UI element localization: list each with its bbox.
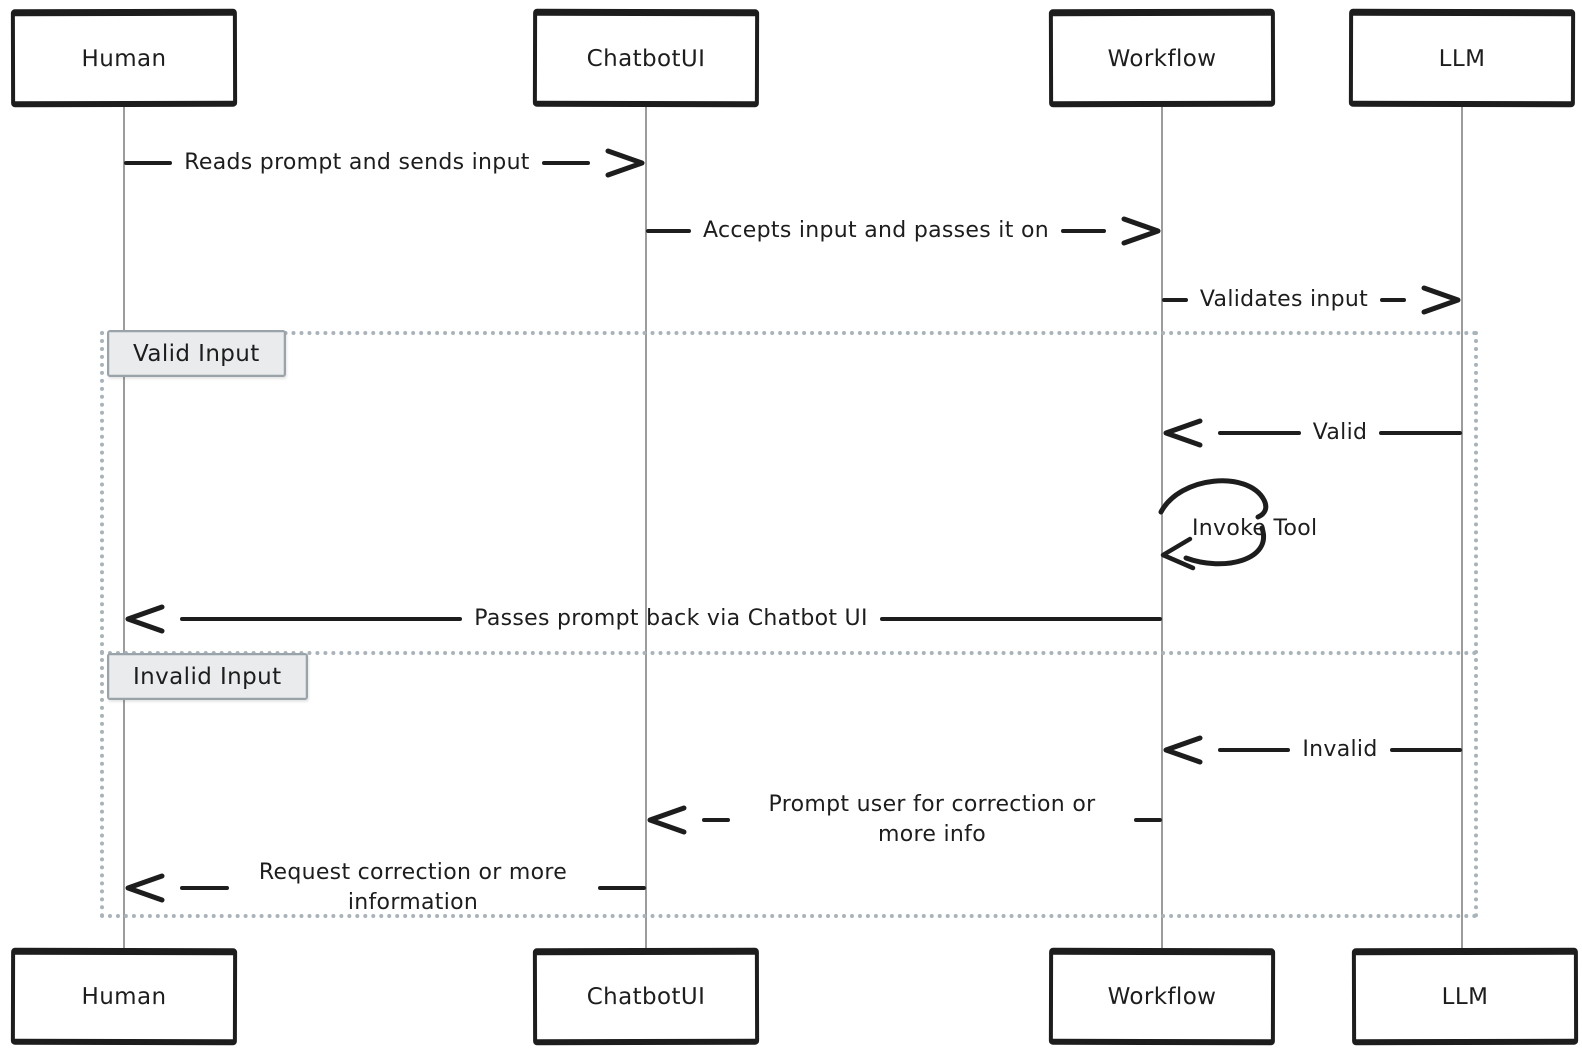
message-line xyxy=(180,886,229,890)
message-reads-prompt: Reads prompt and sends input xyxy=(124,147,646,179)
message-invalid: Invalid xyxy=(1162,734,1463,766)
message-request-correction: Request correction or more information xyxy=(124,858,646,918)
message-line xyxy=(646,229,692,233)
actor-label: ChatbotUI xyxy=(586,983,706,1011)
actor-label: Human xyxy=(81,45,167,72)
message-line xyxy=(1162,298,1188,302)
message-label: Validates input xyxy=(1199,287,1369,312)
actor-bottom-human: Human xyxy=(10,947,238,1046)
message-line xyxy=(1389,748,1463,752)
lifeline-human xyxy=(123,107,125,948)
message-line xyxy=(702,818,730,822)
message-label: Prompt user for correction or more info xyxy=(768,792,1096,847)
actor-label: ChatbotUI xyxy=(586,45,706,72)
message-prompt-user-correction: Prompt user for correction or more info xyxy=(646,790,1162,850)
arrowhead-left-icon xyxy=(1163,735,1203,765)
message-label: Request correction or more information xyxy=(258,860,568,915)
message-accepts-input: Accepts input and passes it on xyxy=(646,215,1162,247)
message-line xyxy=(541,161,590,165)
arrowhead-right-icon xyxy=(605,148,645,178)
actor-bottom-llm: LLM xyxy=(1351,947,1579,1046)
message-validates-input: Validates input xyxy=(1162,284,1462,316)
alt-frame xyxy=(100,331,1478,918)
arrowhead-right-icon xyxy=(1121,216,1161,246)
section-divider xyxy=(100,651,1478,655)
actor-label: Workflow xyxy=(1107,983,1217,1011)
message-line xyxy=(1060,229,1106,233)
arrowhead-left-icon xyxy=(647,805,687,835)
section-label-valid-input: Valid Input xyxy=(107,330,286,377)
actor-top-human: Human xyxy=(10,8,238,108)
actor-label: Human xyxy=(81,983,167,1011)
message-line xyxy=(1218,748,1291,752)
message-line xyxy=(1379,431,1463,435)
message-label: Passes prompt back via Chatbot UI xyxy=(474,606,868,631)
arrowhead-left-icon xyxy=(1163,418,1203,448)
lifeline-llm xyxy=(1461,107,1463,948)
actor-bottom-workflow: Workflow xyxy=(1048,947,1276,1046)
lifeline-workflow xyxy=(1161,107,1163,948)
message-line xyxy=(180,617,463,621)
message-line xyxy=(597,886,646,890)
message-label: Accepts input and passes it on xyxy=(703,218,1049,243)
actor-top-llm: LLM xyxy=(1348,8,1576,108)
arrowhead-left-icon xyxy=(125,873,165,903)
message-label: Valid xyxy=(1312,420,1368,445)
message-passes-prompt-back: Passes prompt back via Chatbot UI xyxy=(124,603,1163,635)
section-label-text: Valid Input xyxy=(133,340,260,367)
self-loop-label: Invoke Tool xyxy=(1192,516,1318,541)
arrowhead-left-icon xyxy=(125,604,165,634)
lifeline-chatbotui xyxy=(645,107,647,948)
actor-top-workflow: Workflow xyxy=(1048,8,1276,108)
message-label: Reads prompt and sends input xyxy=(184,150,530,175)
actor-label: LLM xyxy=(1441,983,1489,1011)
message-line xyxy=(124,161,173,165)
message-valid: Valid xyxy=(1162,417,1463,449)
message-line xyxy=(1218,431,1301,435)
actor-label: Workflow xyxy=(1107,45,1217,72)
self-loop-arrow xyxy=(1158,478,1269,571)
section-label-invalid-input: Invalid Input xyxy=(107,653,308,700)
message-label: Invalid xyxy=(1302,737,1378,762)
message-line xyxy=(879,617,1163,621)
actor-top-chatbotui: ChatbotUI xyxy=(532,8,760,108)
actor-label: LLM xyxy=(1438,45,1486,72)
message-line xyxy=(1380,298,1407,302)
section-label-text: Invalid Input xyxy=(133,663,282,690)
actor-bottom-chatbotui: ChatbotUI xyxy=(532,947,760,1046)
arrowhead-right-icon xyxy=(1421,285,1461,315)
message-line xyxy=(1134,818,1162,822)
